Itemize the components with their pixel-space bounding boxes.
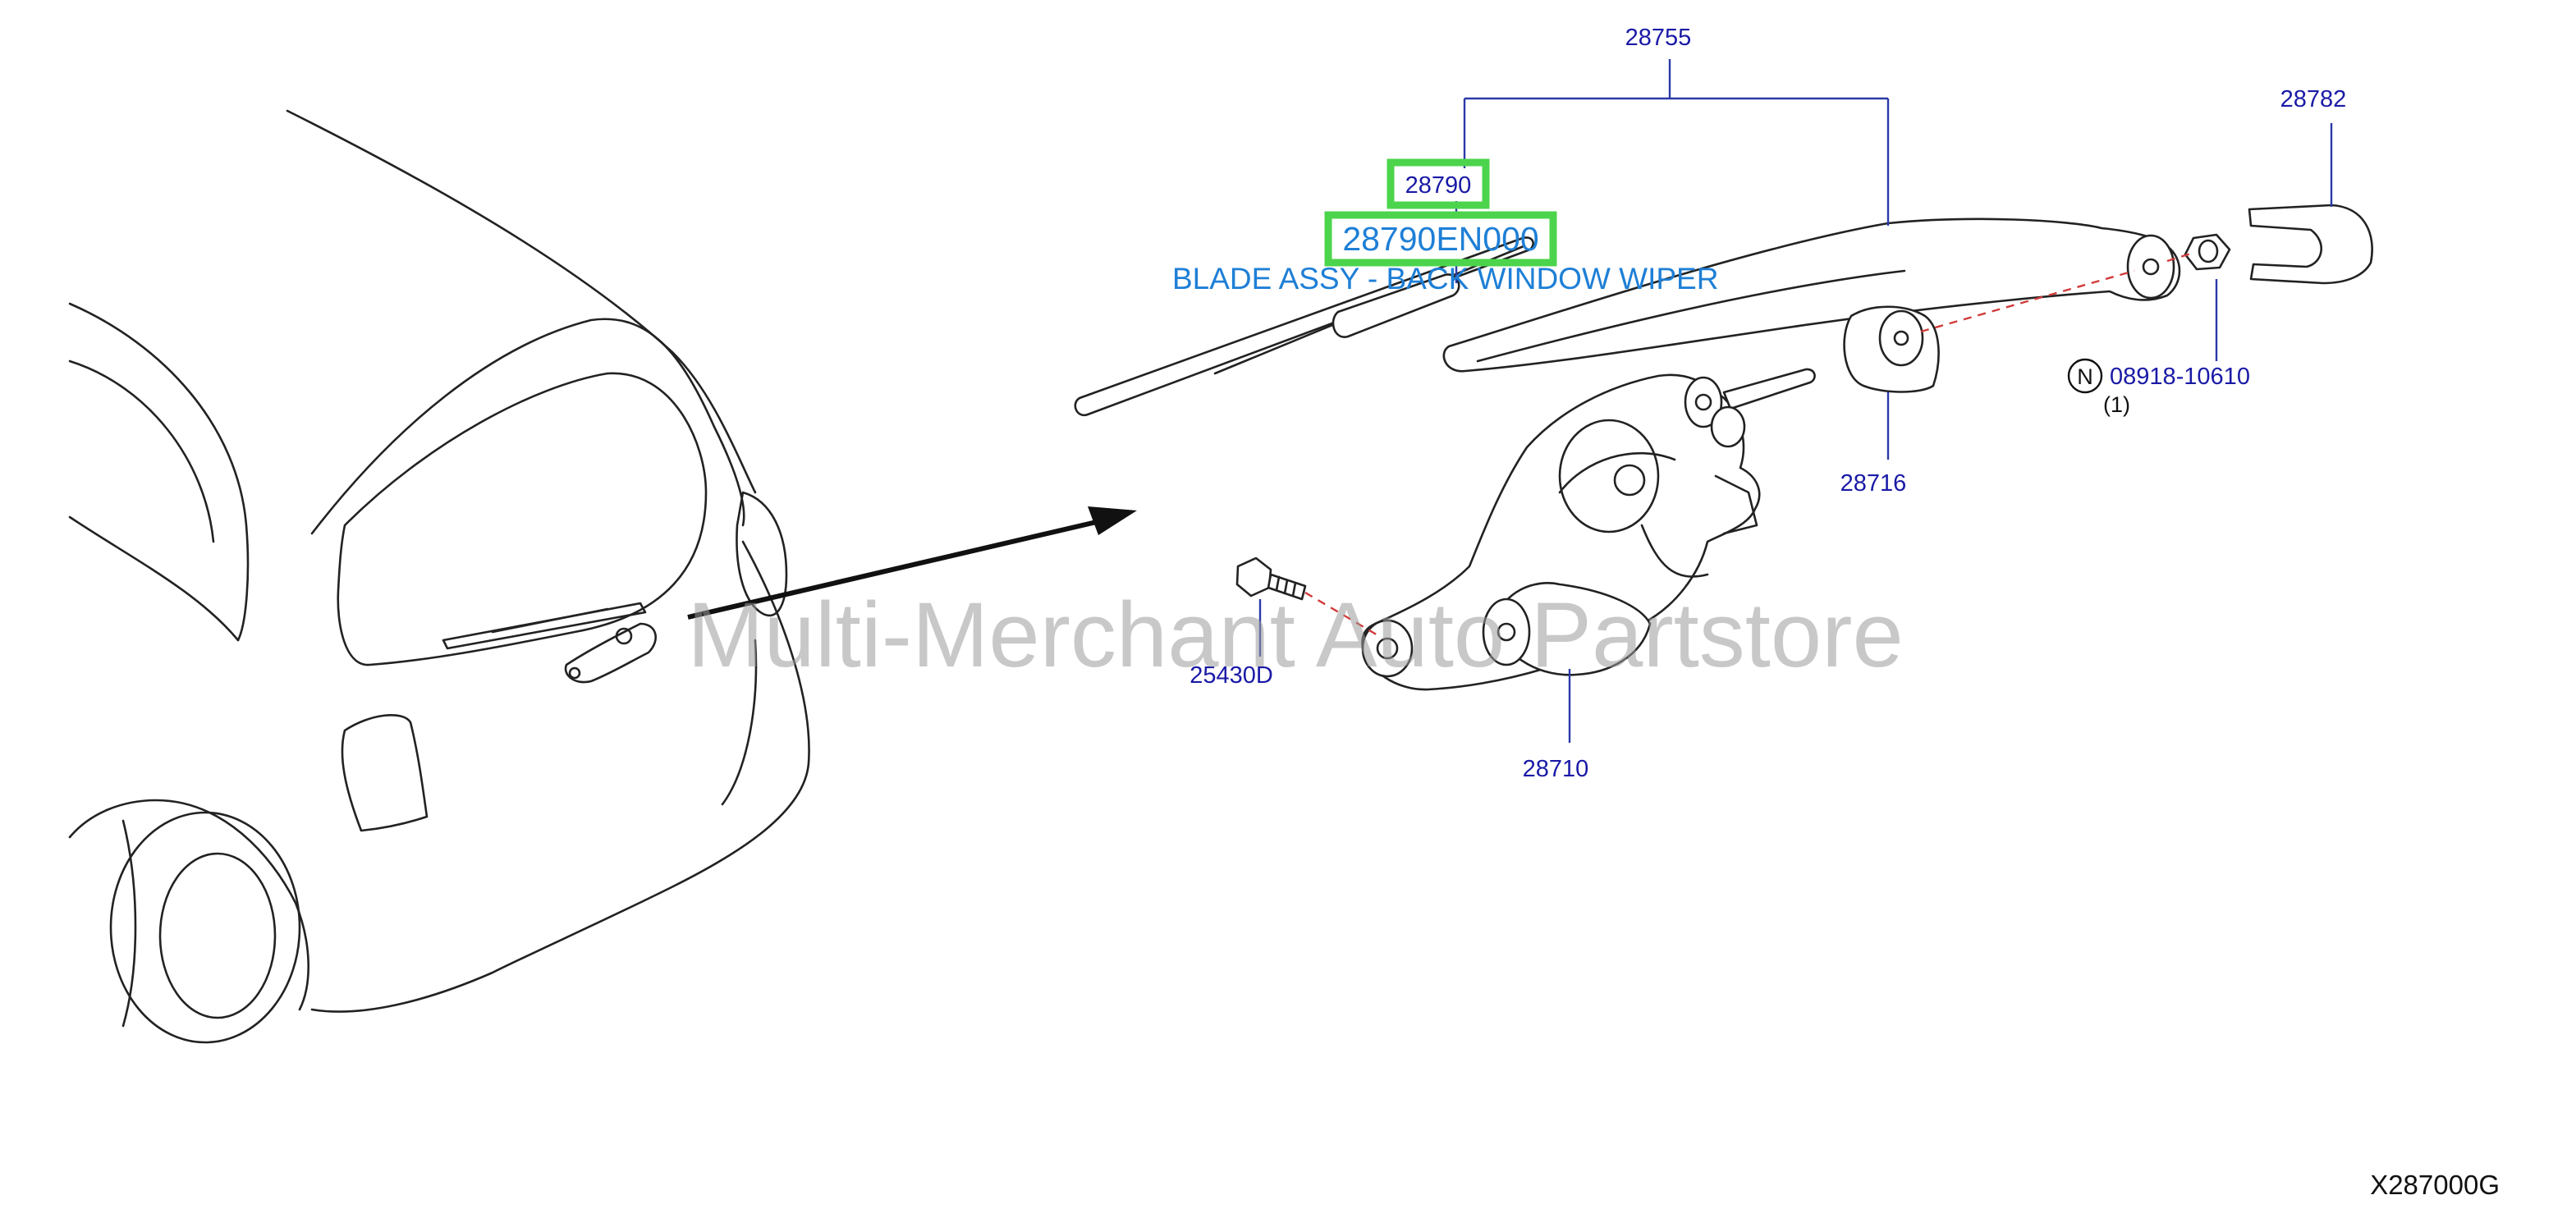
nut-quantity: (1)	[2103, 392, 2130, 417]
watermark-text: Multi-Merchant Auto Partstore	[687, 584, 1903, 686]
detail-pointer-arrow	[687, 506, 1137, 620]
selection-highlights	[1324, 158, 1557, 267]
callout-28716[interactable]: 28716	[1840, 470, 1907, 497]
leader-lines	[1258, 59, 2333, 743]
callout-08918-10610[interactable]: 08918-10610	[2110, 364, 2250, 390]
selected-part-number[interactable]: 28790EN000	[1342, 220, 1538, 258]
bolt-drawing	[1235, 556, 1307, 601]
wiper-arm-drawing	[1442, 218, 2181, 373]
callout-28790[interactable]: 28790	[1405, 172, 1472, 199]
callout-28782[interactable]: 28782	[2280, 86, 2347, 112]
assembly-axes	[1304, 251, 2194, 638]
callout-25430D[interactable]: 25430D	[1189, 662, 1273, 689]
new-part-symbol-icon	[2067, 358, 2103, 394]
callout-labels: 28755 28782 28790 28790EN000 BLADE ASSY …	[1172, 25, 2346, 782]
nut-drawing	[2184, 233, 2231, 271]
cap-drawing	[2248, 204, 2373, 285]
callout-28755[interactable]: 28755	[1625, 25, 1692, 51]
nut-callout[interactable]: N 08918-10610 (1)	[2067, 358, 2250, 417]
seal-drawing	[1843, 305, 1940, 393]
figure-code: X287000G	[2370, 1170, 2500, 1200]
new-part-symbol-letter: N	[2077, 364, 2093, 389]
vehicle-rear-illustration	[68, 109, 810, 1044]
callout-28710[interactable]: 28710	[1523, 756, 1589, 782]
wiper-blade-drawing	[1074, 236, 1534, 417]
selected-part-description: BLADE ASSY - BACK WINDOW WIPER	[1172, 262, 1718, 295]
wiper-motor-drawing	[1361, 368, 1816, 691]
